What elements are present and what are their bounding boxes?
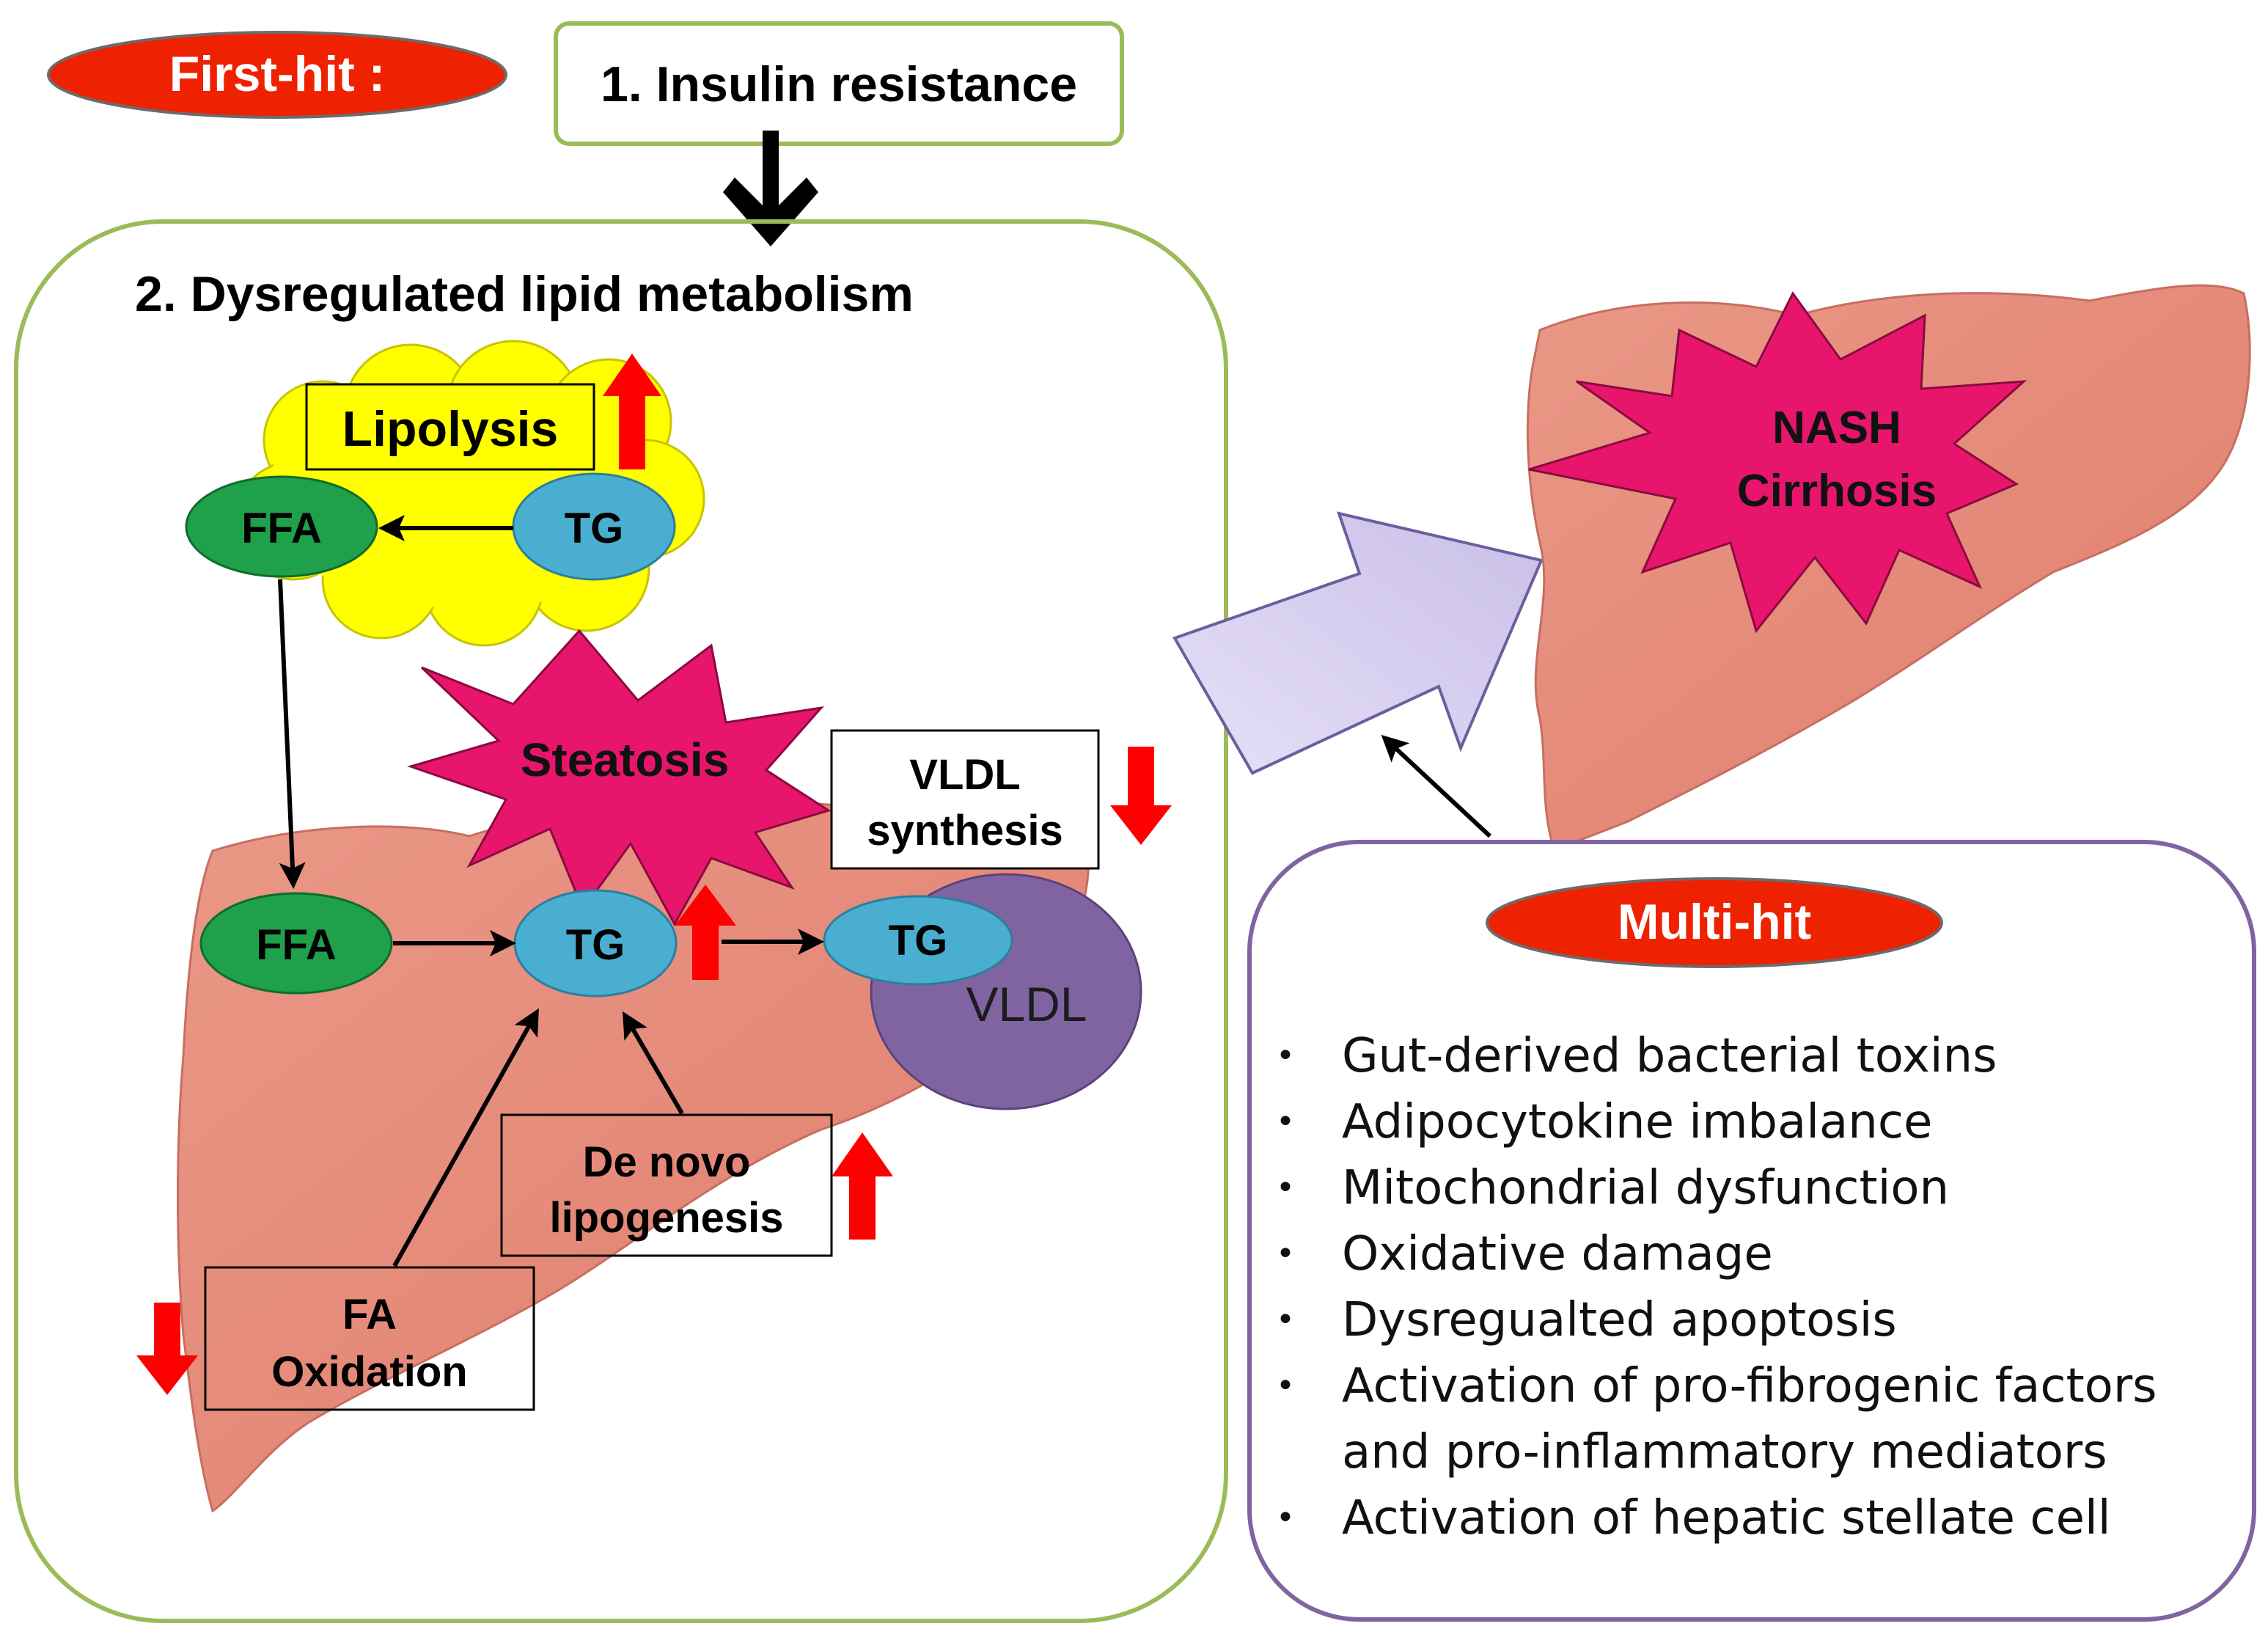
ffa-liver-node bbox=[199, 892, 393, 995]
arrow-ffa-adipose-to-liver bbox=[278, 579, 306, 889]
lipolysis-up-arrow bbox=[603, 354, 661, 469]
list-item: Gut-derived bacterial toxins bbox=[1276, 1023, 2251, 1089]
nash-cirrhosis-starburst bbox=[1528, 291, 2027, 634]
steatosis-starburst bbox=[407, 629, 832, 927]
arrow-de-novo-to-tg bbox=[622, 1011, 684, 1115]
ffa-liver-label: FFA bbox=[256, 921, 337, 969]
progression-big-arrow bbox=[1172, 511, 1544, 775]
de-novo-label-1: De novo bbox=[583, 1138, 751, 1186]
first-hit-oval bbox=[47, 31, 507, 119]
vldl-synthesis-box bbox=[830, 729, 1100, 870]
multi-hit-oval bbox=[1486, 877, 1943, 968]
de-novo-label-2: lipogenesis bbox=[549, 1194, 783, 1242]
vldl-synthesis-label-2: synthesis bbox=[867, 807, 1063, 854]
insulin-resistance-label: 1. Insulin resistance bbox=[601, 56, 1077, 112]
multi-hit-label: Multi-hit bbox=[1618, 894, 1811, 950]
lipolysis-label: Lipolysis bbox=[342, 401, 559, 457]
list-item: Adipocytokine imbalance bbox=[1276, 1089, 2251, 1155]
list-item: Activation of hepatic stellate cell bbox=[1276, 1485, 2251, 1551]
arrow-fa-oxidation-to-tg bbox=[392, 1008, 539, 1267]
tg-vldl-label: TG bbox=[889, 917, 948, 964]
fa-oxidation-label-1: FA bbox=[342, 1291, 397, 1339]
insulin-down-arrow bbox=[723, 131, 818, 246]
fa-oxidation-down-arrow bbox=[136, 1303, 198, 1395]
fa-oxidation-box bbox=[204, 1266, 535, 1411]
lipid-metabolism-title: 2. Dysregulated lipid metabolism bbox=[135, 266, 914, 322]
de-novo-lipogenesis-box bbox=[500, 1113, 833, 1257]
list-item: Activation of pro-fibrogenic factors and… bbox=[1276, 1353, 2251, 1485]
first-hit-label: First-hit : bbox=[169, 46, 386, 102]
vldl-label: VLDL bbox=[966, 977, 1087, 1031]
vldl-synthesis-label-1: VLDL bbox=[909, 751, 1020, 799]
lipolysis-box bbox=[305, 383, 595, 471]
insulin-resistance-box bbox=[554, 21, 1124, 146]
ffa-adipose-label: FFA bbox=[241, 505, 322, 552]
tg-vldl-node bbox=[823, 895, 1013, 986]
lipid-metabolism-box bbox=[14, 219, 1228, 1623]
tg-liver-label: TG bbox=[566, 921, 625, 969]
arrow-multi-hit-to-progression bbox=[1381, 734, 1492, 838]
de-novo-up-arrow bbox=[832, 1132, 893, 1240]
multi-hit-factor-list: Gut-derived bacterial toxins Adipocytoki… bbox=[1276, 1023, 2251, 1551]
list-item: Oxidative damage bbox=[1276, 1221, 2251, 1287]
vldl-synthesis-down-arrow bbox=[1110, 747, 1172, 845]
tg-adipose-label: TG bbox=[565, 505, 624, 552]
steatosis-label: Steatosis bbox=[521, 733, 730, 786]
fa-oxidation-label-2: Oxidation bbox=[271, 1348, 467, 1396]
tg-liver-up-arrow bbox=[675, 885, 736, 980]
nash-label: NASH bbox=[1772, 403, 1901, 453]
cirrhosis-label: Cirrhosis bbox=[1737, 466, 1937, 516]
list-item: Dysregualted apoptosis bbox=[1276, 1287, 2251, 1353]
ffa-adipose-node bbox=[185, 475, 378, 578]
list-item: Mitochondrial dysfunction bbox=[1276, 1155, 2251, 1221]
